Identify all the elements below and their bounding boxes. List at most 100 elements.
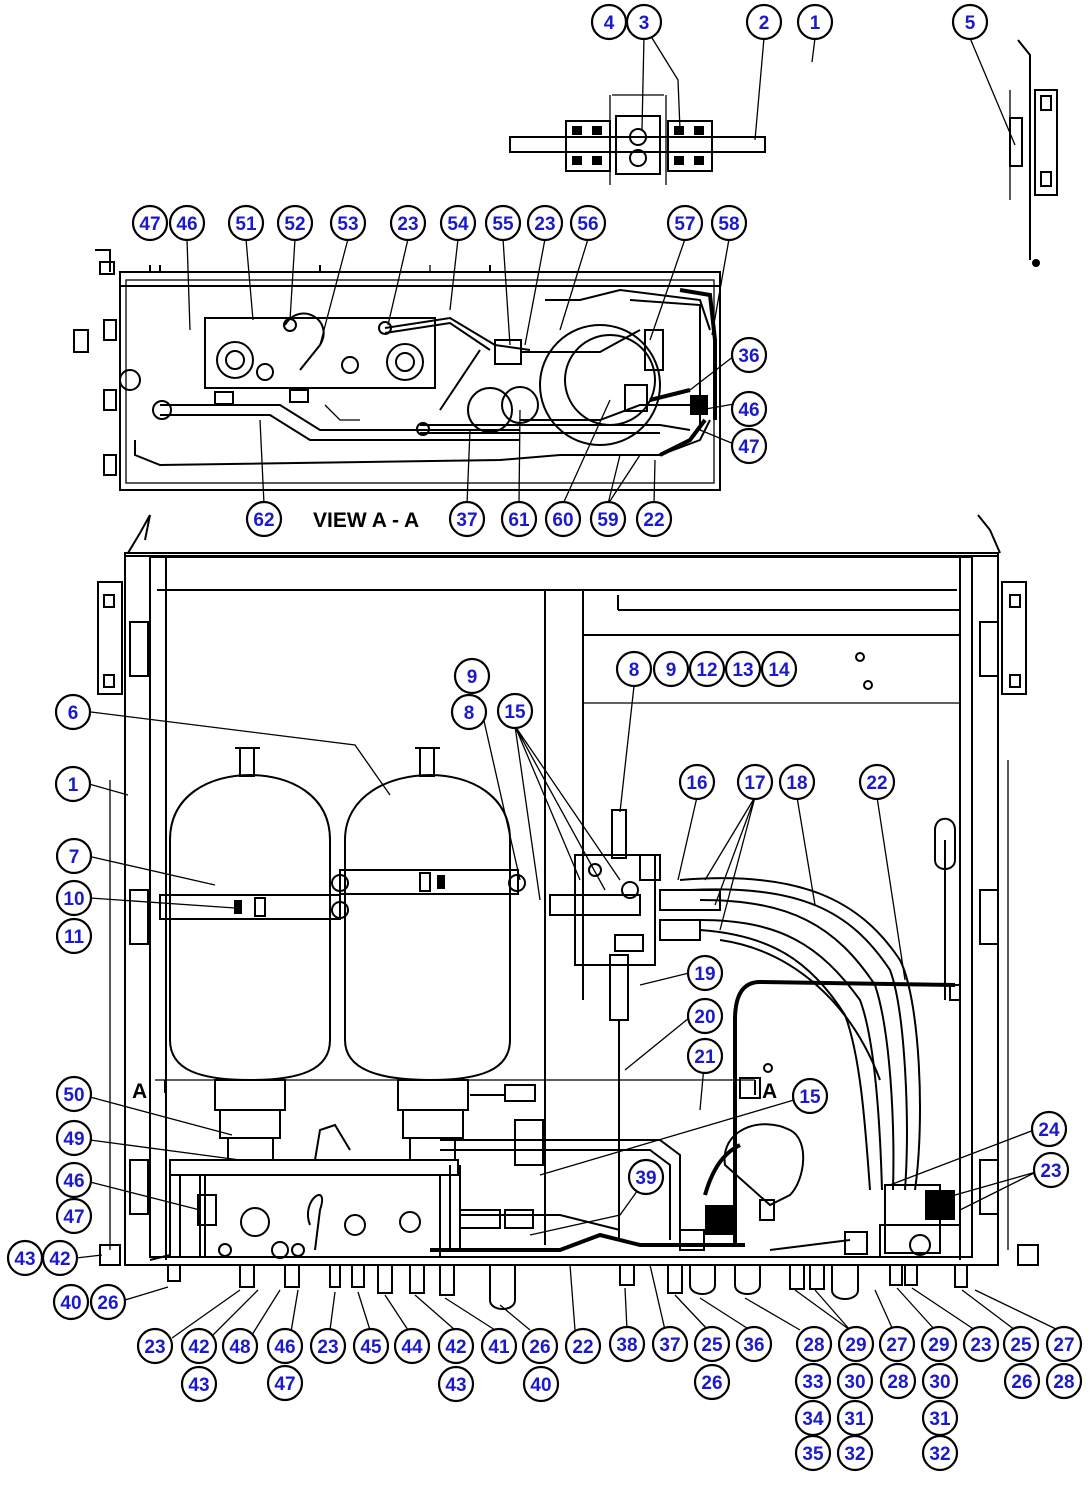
callout-22: 22 bbox=[564, 1327, 602, 1365]
callout-number: 57 bbox=[674, 214, 695, 235]
callout-circle bbox=[730, 336, 768, 374]
callout-circle bbox=[688, 650, 726, 688]
callout-circle bbox=[745, 3, 783, 41]
callout-number: 25 bbox=[701, 1335, 723, 1356]
callout-22: 22 bbox=[858, 763, 896, 801]
callout-number: 47 bbox=[63, 1207, 84, 1228]
callout-circle bbox=[710, 204, 748, 242]
callout-number: 34 bbox=[802, 1409, 824, 1430]
callout-60: 60 bbox=[544, 500, 582, 538]
callout-35: 35 bbox=[794, 1434, 832, 1472]
callout-circle bbox=[521, 1327, 559, 1365]
callout-46: 46 bbox=[168, 204, 206, 242]
callout-44: 44 bbox=[393, 1327, 431, 1365]
callout-24: 24 bbox=[1030, 1110, 1068, 1148]
callout-circle bbox=[245, 500, 283, 538]
callout-number: 46 bbox=[176, 214, 197, 235]
main-assembly bbox=[97, 514, 1039, 1310]
callout-circle bbox=[678, 763, 716, 801]
callout-circle bbox=[227, 204, 265, 242]
callout-circle bbox=[55, 917, 93, 955]
callout-circle bbox=[52, 1283, 90, 1321]
callout-circle bbox=[1003, 1362, 1041, 1400]
callout-37: 37 bbox=[651, 1325, 689, 1363]
callout-circle bbox=[795, 1325, 833, 1363]
callout-31: 31 bbox=[921, 1399, 959, 1437]
callout-circle bbox=[652, 650, 690, 688]
callout-number: 61 bbox=[508, 510, 530, 531]
callout-17: 17 bbox=[736, 763, 774, 801]
callout-circle bbox=[730, 390, 768, 428]
callout-number: 2 bbox=[759, 13, 770, 34]
callout-number: 31 bbox=[929, 1409, 951, 1430]
callout-circle bbox=[526, 204, 564, 242]
callout-number: 15 bbox=[799, 1087, 821, 1108]
callout-circle bbox=[608, 1325, 646, 1363]
callout-circle bbox=[724, 650, 762, 688]
callout-number: 42 bbox=[49, 1249, 70, 1270]
callout-number: 42 bbox=[445, 1337, 466, 1358]
callout-26: 26 bbox=[89, 1283, 127, 1321]
callout-59: 59 bbox=[589, 500, 627, 538]
callout-circle bbox=[796, 3, 834, 41]
callout-number: 30 bbox=[929, 1372, 950, 1393]
callout-circle bbox=[951, 3, 989, 41]
callout-circle bbox=[837, 1325, 875, 1363]
callout-circle bbox=[55, 837, 93, 875]
callout-number: 35 bbox=[802, 1444, 824, 1465]
callout-circle bbox=[168, 204, 206, 242]
callout-circle bbox=[41, 1239, 79, 1277]
callout-circle bbox=[448, 500, 486, 538]
callout-circle bbox=[131, 204, 169, 242]
callout-number: 46 bbox=[274, 1337, 295, 1358]
callout-47: 47 bbox=[131, 204, 169, 242]
callout-number: 28 bbox=[803, 1335, 824, 1356]
callout-circle bbox=[1002, 1325, 1040, 1363]
callout-circle bbox=[55, 1161, 93, 1199]
callout-circle bbox=[276, 204, 314, 242]
callout-number: 26 bbox=[1011, 1372, 1032, 1393]
callout-39: 39 bbox=[627, 1158, 665, 1196]
callout-circle bbox=[180, 1327, 218, 1365]
callout-2: 2 bbox=[745, 3, 783, 41]
callout-15: 15 bbox=[496, 692, 534, 730]
callout-50: 50 bbox=[55, 1075, 93, 1113]
callout-37: 37 bbox=[448, 500, 486, 538]
callout-number: 46 bbox=[63, 1171, 84, 1192]
callout-circle bbox=[484, 204, 522, 242]
callout-number: 17 bbox=[744, 773, 765, 794]
callout-number: 30 bbox=[844, 1372, 865, 1393]
callout-52: 52 bbox=[276, 204, 314, 242]
callout-53: 53 bbox=[329, 204, 367, 242]
callout-circle bbox=[735, 1325, 773, 1363]
callout-circle bbox=[393, 1327, 431, 1365]
callout-number: 1 bbox=[68, 775, 79, 796]
callout-number: 36 bbox=[738, 346, 759, 367]
callout-26: 26 bbox=[521, 1327, 559, 1365]
callout-circle bbox=[635, 500, 673, 538]
callout-number: 47 bbox=[139, 214, 160, 235]
callout-number: 48 bbox=[229, 1337, 250, 1358]
callout-31: 31 bbox=[836, 1399, 874, 1437]
callout-number: 22 bbox=[572, 1337, 593, 1358]
callout-circle bbox=[453, 657, 491, 695]
callout-circle bbox=[625, 3, 663, 41]
callout-number: 29 bbox=[845, 1335, 866, 1356]
callout-30: 30 bbox=[836, 1362, 874, 1400]
callout-number: 39 bbox=[635, 1168, 656, 1189]
callout-14: 14 bbox=[760, 650, 798, 688]
callout-number: 23 bbox=[970, 1335, 991, 1356]
callout-40: 40 bbox=[52, 1283, 90, 1321]
callout-9: 9 bbox=[652, 650, 690, 688]
callout-38: 38 bbox=[608, 1325, 646, 1363]
callout-number: 9 bbox=[467, 667, 478, 688]
callout-57: 57 bbox=[666, 204, 704, 242]
callout-number: 37 bbox=[659, 1335, 680, 1356]
callout-number: 27 bbox=[1053, 1335, 1074, 1356]
callout-circle bbox=[309, 1327, 347, 1365]
callout-number: 50 bbox=[63, 1085, 84, 1106]
callout-circle bbox=[569, 204, 607, 242]
callout-48: 48 bbox=[221, 1327, 259, 1365]
